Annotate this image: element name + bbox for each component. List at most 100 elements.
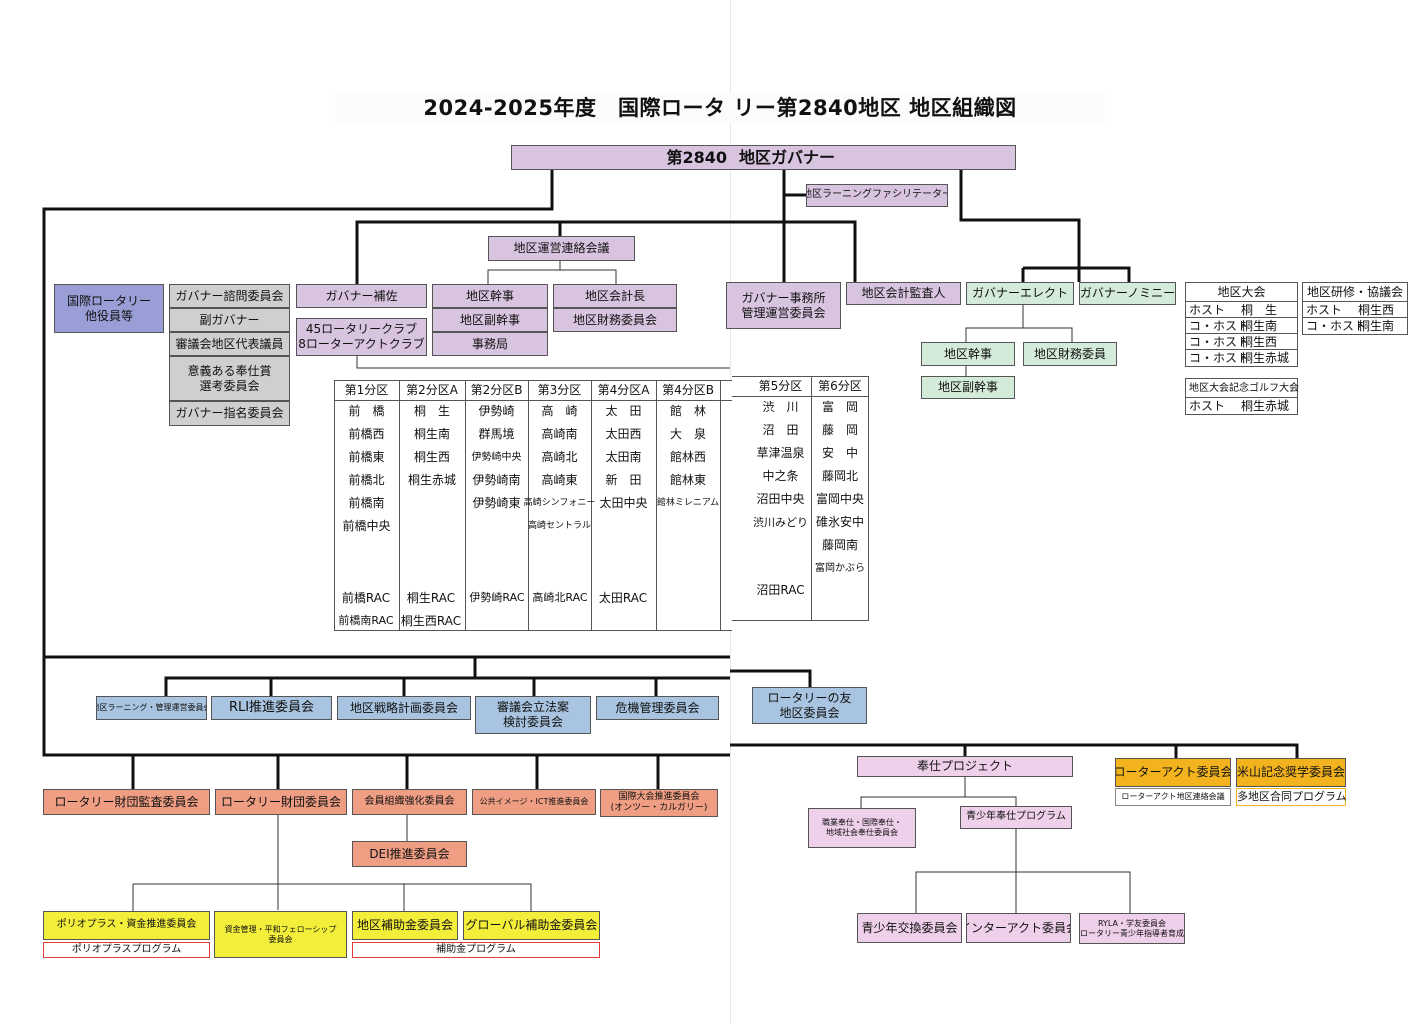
districts-header-rule [334,400,732,401]
list-item: 新 田 [605,473,642,487]
rotaract-committee-box: ローターアクト委員会 [1115,758,1231,787]
district-auditor-box: 地区会計監査人 [846,282,961,305]
nominating-committee-box: ガバナー指名委員会 [169,401,290,426]
rac-item: 伊勢崎RAC [469,591,525,604]
table-row: ホスト桐生赤城 [1189,399,1290,413]
list-item: 桐 生 [413,404,450,418]
vice-governor-box: 副ガバナー [169,308,290,332]
governor-box-right: 地区ガバナー [731,145,1016,170]
ri-officers-box: 国際ロータリー 他役員等 [54,284,164,333]
table-row: コ・ホスト桐生西 [1186,334,1297,350]
list-item: 太田西 [605,427,642,441]
list-item: 安 中 [821,446,858,460]
elect-secretary-box: 地区幹事 [921,342,1015,366]
table-row: ホスト桐生西 [1303,302,1407,318]
public-image-committee-box: 公共イメージ・ICT推進委員会 [472,789,596,815]
list-item: 群馬境 [478,427,515,441]
elect-branch-line [1023,266,1131,282]
district-1-column: 第1分区 前 橋 前橋西 前橋東 前橋北 前橋南 前橋中央 [334,380,399,538]
conference-title: 地区大会 [1186,283,1297,302]
list-item: 前橋南 [348,496,385,510]
blue-row-line [164,657,477,698]
elect-finance-box: 地区財務委員 [1023,342,1117,366]
district-header: 第3分区 [537,383,582,397]
districts-table-left [334,380,732,631]
friends-line [730,669,812,688]
list-item: 富岡かぶら [815,563,865,574]
foundation-audit-committee-box: ロータリー財団監査委員会 [43,789,210,815]
table-row: コ・ホスト桐生南 [1306,319,1395,333]
yoneyama-committee-box: 米山記念奨学委員会 [1236,758,1346,787]
service-projects-box: 奉仕プロジェクト [857,756,1073,777]
rac-item: 高崎北RAC [532,591,588,604]
list-item: 伊勢崎南 [472,473,521,487]
list-item: 太 田 [605,404,642,418]
youth-exchange-committee-box: 青少年交換委員会 [857,913,962,943]
list-item: 中之条 [762,469,799,483]
list-item: 伊勢崎 [478,404,515,418]
peace-fellowship-committee-box: 資金管理・平和フェローシップ 委員会 [214,911,347,958]
list-item: 高崎セントラル [528,521,592,531]
learning-facilitator-box: 地区ラーニングファシリテーター [806,184,948,207]
rac-item: 桐生西RAC [400,614,462,628]
list-item: 高崎南 [541,427,578,441]
table-row: コ・ホスト桐生赤城 [1189,351,1290,365]
list-item: 高崎東 [541,473,578,487]
rotary-friends-committee-box: ロータリーの友 地区委員会 [752,687,867,724]
secretariat-box: 事務局 [432,332,548,356]
district-4a-column: 第4分区A 太 田 太田西 太田南 新 田 太田中央 [591,380,656,515]
assistant-governor-box: ガバナー補佐 [296,284,427,308]
list-item: 富 岡 [821,400,858,414]
district-2b-column: 第2分区B 伊勢崎 群馬境 伊勢崎中央 伊勢崎南 伊勢崎東 [465,380,528,515]
foundation-committee-box: ロータリー財団委員会 [215,789,347,815]
table-row: コ・ホスト桐生南 [1186,318,1297,334]
list-item: 太田南 [605,450,642,464]
risk-management-committee-box: 危機管理委員会 [596,696,719,720]
service-sub-line [965,796,1017,806]
golf-title: 地区大会記念ゴルフ大会 [1186,379,1299,398]
youth-line [1016,871,1131,913]
learning-management-committee-box: 地区ラーニング・管理運営委員会 [96,696,207,720]
list-item: 館林西 [669,450,706,464]
convention-committee-box: 国際大会推進委員会 (オンツー・カルガリー) [600,789,718,817]
training-assembly-table: 地区研修・協議会 ホスト桐生西 コ・ホスト桐生南 [1302,282,1408,335]
district-4b-column: 第4分区B 館 林 大 泉 館林西 館林東 館林ミレニアム [656,380,720,515]
multi-district-program-label: 多地区合同プログラム [1236,788,1347,806]
district-conference-table: 地区大会 ホスト桐 生 コ・ホスト桐生南 コ・ホスト桐生西 コ・ホスト桐生赤城 [1185,282,1298,367]
foundation-line [133,883,532,911]
polioplus-program-label: ポリオプラスプログラム [43,942,210,958]
youth-service-program-box: 青少年奉仕プログラム [960,806,1072,829]
clubs-count-box: 45ロータリークラブ 8ローターアクトクラブ [296,318,427,356]
main-frame-line [42,170,730,757]
polioplus-committee-box: ポリオプラス・資金推進委員会 [43,911,210,940]
district-5-column: 第5分区 渋 川 沼 田 草津温泉 中之条 沼田中央 渋川みどり [750,376,811,534]
list-item: 藤 岡 [821,423,858,437]
districts-table-right [732,376,869,621]
district-vice-secretary-box: 地区副幹事 [432,308,548,332]
district-2a-column: 第2分区A 桐 生 桐生南 桐生西 桐生赤城 [399,380,465,492]
list-item: 沼 田 [762,423,799,437]
list-item: 渋 川 [762,400,799,414]
rac-item: 前橋RAC [341,591,391,605]
grant-program-label: 補助金プログラム [352,942,600,958]
list-item: 高崎北 [541,450,578,464]
list-item: 太田中央 [599,496,648,510]
district-secretary-box: 地区幹事 [432,284,548,308]
rac-item: 前橋南RAC [338,614,394,627]
treasurer-box: 地区会計長 [553,284,677,308]
rac-item: 沼田RAC [756,583,805,597]
page-title: 2024-2025年度 国際ロータ リー第2840地区 地区組織図 [335,92,1105,124]
list-item: 館林ミレニアム [656,498,720,508]
list-item: 高 崎 [541,404,578,418]
table-row: ホスト桐 生 [1186,302,1297,318]
district-6-column: 第6分区 富 岡 藤 岡 安 中 藤岡北 富岡中央 碓氷安中 藤岡南 富岡かぶら [811,376,869,580]
district-header: 第4分区A [597,383,650,397]
list-item: 前橋中央 [342,519,391,533]
district-header: 第1分区 [344,383,389,397]
vocational-service-committee-box: 職業奉仕・国際奉仕・ 地域社会奉仕委員会 [808,808,916,848]
right-branch-line [730,220,857,282]
ryla-committee-box: RYLA・学友委員会 (ロータリー青少年指導者育成) [1079,913,1185,944]
list-item: 渋川みどり [753,516,808,529]
list-item: 桐生赤城 [407,473,456,487]
elect-vice-secretary-box: 地区副幹事 [921,376,1015,399]
